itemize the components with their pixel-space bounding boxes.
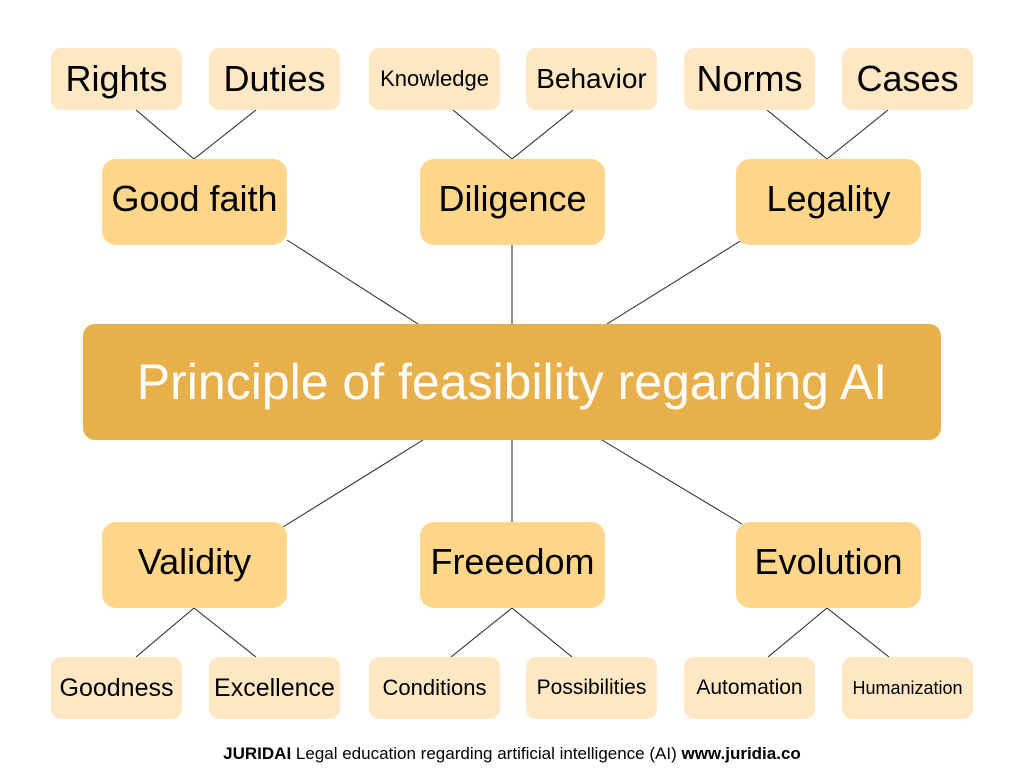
leaf-goodness: Goodness <box>51 657 182 719</box>
leaf-possibilities: Possibilities <box>526 657 657 719</box>
footer: JURIDAI Legal education regarding artifi… <box>0 744 1024 764</box>
leaf-rights: Rights <box>51 48 182 110</box>
leaf-excellence: Excellence <box>209 657 340 719</box>
leaf-conditions: Conditions <box>369 657 500 719</box>
leaf-duties: Duties <box>209 48 340 110</box>
node-diligence: Diligence <box>420 159 605 245</box>
footer-brand: JURIDAI <box>223 744 292 763</box>
leaf-knowledge: Knowledge <box>369 48 500 110</box>
leaf-cases: Cases <box>842 48 973 110</box>
central-node: Principle of feasibility regarding AI <box>83 324 941 440</box>
node-validity: Validity <box>102 522 287 608</box>
leaf-norms: Norms <box>684 48 815 110</box>
leaf-humanization: Humanization <box>842 657 973 719</box>
leaf-automation: Automation <box>684 657 815 719</box>
footer-text: Legal education regarding artificial int… <box>291 744 682 763</box>
footer-url[interactable]: www.juridia.co <box>681 744 801 763</box>
leaf-behavior: Behavior <box>526 48 657 110</box>
node-good-faith: Good faith <box>102 159 287 245</box>
node-legality: Legality <box>736 159 921 245</box>
node-freedom: Freeedom <box>420 522 605 608</box>
node-evolution: Evolution <box>736 522 921 608</box>
